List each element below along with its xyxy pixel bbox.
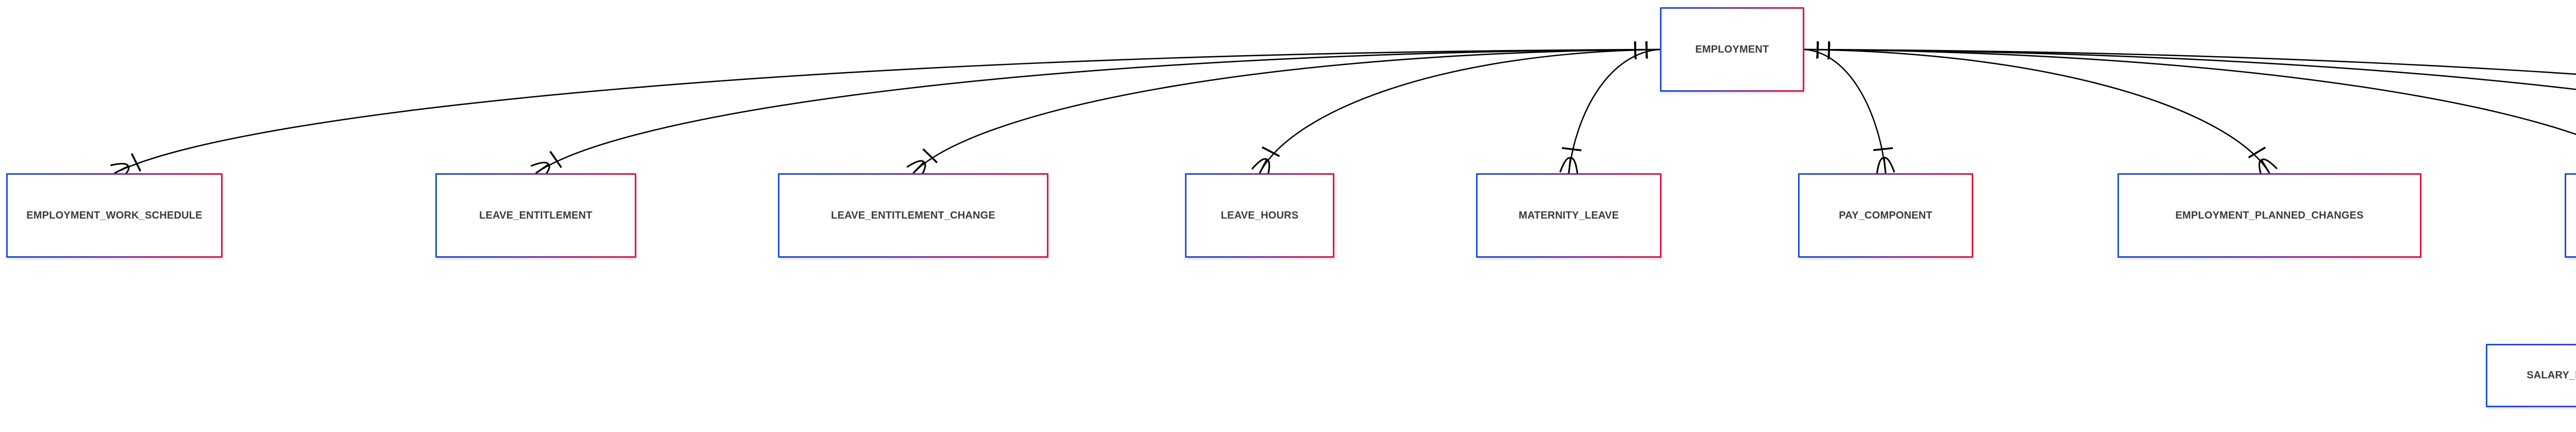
cardinality-one-bar [1873,147,1893,152]
crows-foot-prong [1883,157,1887,174]
cardinality-one-bar [922,148,938,163]
entity-box-leave-entitlement[interactable]: LEAVE_ENTITLEMENT [435,173,636,258]
entity-label: EMPLOYMENT [1695,43,1769,55]
cardinality-one-tick [1827,43,1831,60]
crows-foot-prong [535,163,549,174]
cardinality-one-bar [130,153,142,172]
crows-foot-prong [1884,157,1895,173]
crows-foot-prong [1259,159,1268,174]
crows-foot-prong [114,165,129,174]
relationship-line [1804,48,2576,90]
relationship-line [1804,48,2576,135]
relationship-line [1804,48,2576,75]
entity-box-pay-component[interactable]: PAY_COMPONENT [1798,173,1973,258]
crows-foot-prong [1559,157,1571,173]
relationship-edge-employment-to-maternity-leave[interactable] [1559,42,1660,175]
crows-foot-prong [2261,159,2270,174]
entity-box-employment[interactable]: EMPLOYMENT [1660,7,1804,92]
cardinality-one-bar [1261,146,1280,157]
entity-label: EMPLOYMENT_WORK_SCHEDULE [26,209,202,221]
cardinality-one-tick [1634,42,1637,60]
crows-foot-prong [1876,157,1885,174]
relationship-line [1804,48,1887,174]
relationship-edge-employment-to-employment-work-schedule[interactable] [110,41,1660,182]
relationship-line [1568,48,1660,174]
relationship-line [114,48,1660,174]
cardinality-one-tick [1645,42,1648,59]
crows-foot-prong [2261,158,2278,170]
crows-foot-prong [1570,157,1579,175]
relationship-edge-employment-to-work-pattern[interactable] [1804,41,2576,181]
entity-label: LEAVE_ENTITLEMENT [479,209,592,221]
crows-foot-prong [912,161,925,174]
cardinality-one-bar [549,151,562,169]
crows-foot-prong [906,160,925,168]
entity-label: EMPLOYMENT_PLANNED_CHANGES [2175,209,2364,221]
entity-box-salary-details-planned-changes[interactable]: SALARY_DETAILS_PLANNED_CHANGES [2486,344,2576,407]
entity-label: MATERNITY_LEAVE [1518,209,1619,221]
relationship-edge-employment-to-employment-planned-changes[interactable] [1804,41,2278,178]
entity-label: PAY_COMPONENT [1839,209,1933,221]
crows-foot-prong [1251,158,1267,170]
entity-box-maternity-leave[interactable]: MATERNITY_LEAVE [1476,173,1662,258]
entity-box-employment-planned-changes[interactable]: EMPLOYMENT_PLANNED_CHANGES [2117,173,2421,258]
relationship-edge-employment-to-leave-entitlement-change[interactable] [906,41,1660,180]
crows-foot-prong [110,162,129,167]
entity-box-employment-work-schedule[interactable]: EMPLOYMENT_WORK_SCHEDULE [6,173,223,258]
cardinality-one-tick [1816,42,1819,59]
relationship-edge-employment-to-leave-entitlement[interactable] [530,41,1660,181]
crows-foot-prong [1568,158,1572,174]
entity-label: LEAVE_HOURS [1221,209,1299,221]
relationship-line [912,48,1660,174]
entity-box-leave-entitlement-change[interactable]: LEAVE_ENTITLEMENT_CHANGE [778,173,1048,258]
relationship-line [1804,48,2270,174]
entity-label: SALARY_DETAILS_PLANNED_CHANGES [2527,370,2576,381]
relationship-line [535,48,1660,174]
relationship-line [1259,48,1660,174]
entity-box-leave-hours[interactable]: LEAVE_HOURS [1185,173,1334,258]
relationship-edge-employment-to-pay-component[interactable] [1804,42,1895,174]
relationship-edge-employment-to-sick-leave[interactable] [1804,41,2576,180]
entity-label: LEAVE_ENTITLEMENT_CHANGE [831,209,995,221]
cardinality-one-bar [1562,147,1582,152]
cardinality-one-bar [2248,146,2266,159]
crows-foot-prong [530,161,550,167]
entity-box-salary-details[interactable]: SALARY_DETAILS [2565,173,2576,258]
relationship-edge-employment-to-salary-details[interactable] [1804,41,2576,179]
relationship-edge-employment-to-leave-hours[interactable] [1251,41,1660,178]
